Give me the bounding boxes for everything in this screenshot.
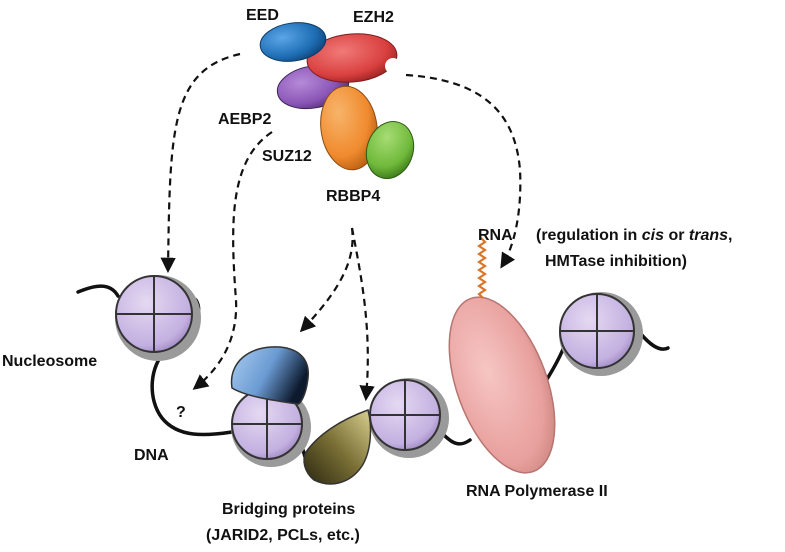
bridging-protein-olive — [303, 409, 372, 485]
label-nucleosome: Nucleosome — [2, 353, 97, 370]
label-rna-note-line2: HMTase inhibition) — [545, 253, 687, 270]
label-bridging-line1: Bridging proteins — [222, 501, 355, 518]
label-rna-note-line1: (regulation in cis or trans, — [536, 227, 733, 244]
nucleosome-4 — [559, 292, 643, 376]
nucleosome-1 — [115, 275, 201, 361]
arrow-rbbp4-to-blue-bridge — [299, 227, 354, 333]
nucleosome-3 — [369, 378, 449, 458]
arrow-rbbp4-to-olive-bridge — [350, 227, 375, 402]
arrow-ezh2-to-rna — [405, 73, 522, 269]
label-rna: RNA — [478, 227, 513, 244]
label-rna-polymerase-ii: RNA Polymerase II — [466, 483, 608, 500]
label-bridging-line2: (JARID2, PCLs, etc.) — [206, 527, 360, 544]
label-eed: EED — [246, 7, 279, 24]
rna-strand — [477, 237, 487, 299]
label-ezh2: EZH2 — [353, 9, 394, 26]
label-aebp2: AEBP2 — [218, 111, 271, 128]
arrow-aebp2-to-dna — [192, 131, 273, 390]
rbbp4-subunit — [365, 121, 415, 179]
prc2-complex — [259, 22, 415, 179]
ezh2-subunit — [306, 33, 398, 83]
bridging-protein-blue — [230, 346, 309, 405]
eed-subunit — [259, 22, 327, 62]
arrow-eed-to-dna — [160, 52, 241, 274]
suz12-subunit — [320, 85, 378, 171]
label-rbbp4: RBBP4 — [326, 188, 380, 205]
rna-polymerase-ii — [448, 296, 556, 474]
nucleosome-2 — [231, 387, 311, 467]
ezh2-active-site — [385, 58, 401, 74]
label-suz12: SUZ12 — [262, 148, 312, 165]
label-dna: DNA — [134, 447, 169, 464]
label-question: ? — [176, 404, 186, 421]
